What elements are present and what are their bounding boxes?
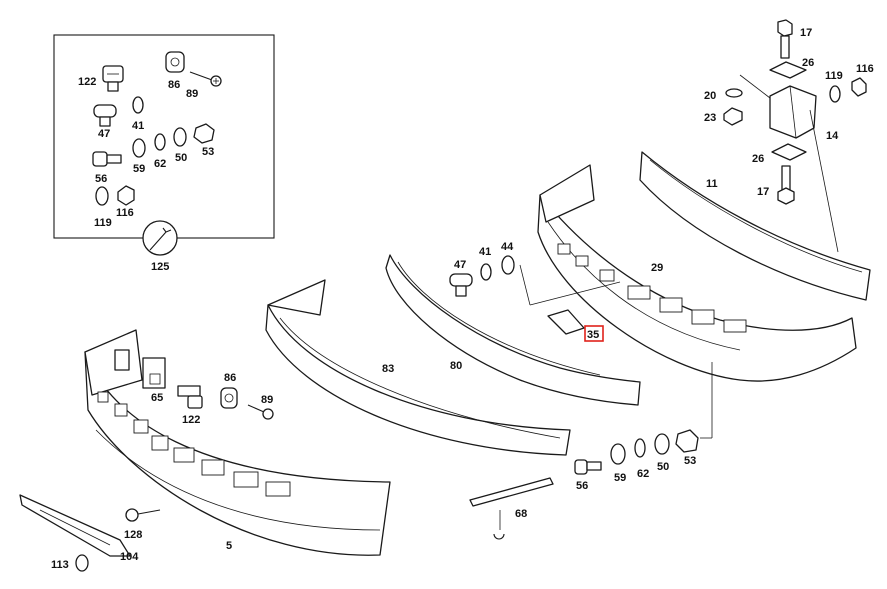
clip-68 bbox=[493, 533, 505, 540]
nut-86-front bbox=[220, 387, 238, 409]
label-68: 68 bbox=[515, 508, 527, 520]
label-50: 50 bbox=[657, 461, 669, 473]
label-89: 89 bbox=[261, 394, 273, 406]
bolt-17-bottom bbox=[777, 165, 795, 205]
inset-label-41: 41 bbox=[132, 120, 144, 132]
mount-block bbox=[114, 349, 130, 371]
pin-35 bbox=[547, 309, 585, 335]
label-122: 122 bbox=[182, 414, 200, 426]
label-83: 83 bbox=[382, 363, 394, 375]
washer-20 bbox=[725, 88, 743, 98]
bolt-17-top bbox=[777, 19, 793, 59]
label-116-right: 116 bbox=[856, 63, 874, 75]
screw-89-front bbox=[247, 404, 274, 420]
nut-23 bbox=[723, 107, 743, 126]
impact-strip-11 bbox=[639, 151, 871, 301]
inset-washer-62 bbox=[154, 133, 166, 151]
label-29: 29 bbox=[651, 262, 663, 274]
inset-bolt-56 bbox=[92, 151, 122, 167]
washer-119-right bbox=[829, 85, 841, 103]
inset-label-56: 56 bbox=[95, 173, 107, 185]
inset-label-116: 116 bbox=[116, 207, 134, 219]
washer-59-rear bbox=[610, 443, 626, 465]
clip-47 bbox=[449, 273, 473, 297]
inset-label-47: 47 bbox=[98, 128, 110, 140]
label-41: 41 bbox=[479, 246, 491, 258]
inset-washer-41 bbox=[132, 96, 144, 114]
washer-44 bbox=[501, 255, 515, 275]
inset-label-62: 62 bbox=[154, 158, 166, 170]
plate-26-top bbox=[769, 61, 807, 79]
label-128: 128 bbox=[124, 529, 142, 541]
inset-nut-116 bbox=[117, 185, 135, 206]
washer-41 bbox=[480, 263, 492, 281]
label-44: 44 bbox=[501, 241, 514, 253]
nut-53-rear bbox=[675, 429, 699, 453]
label-62: 62 bbox=[637, 468, 649, 480]
label-65: 65 bbox=[151, 392, 163, 404]
inset-clip-47 bbox=[93, 104, 117, 127]
wrench-icon bbox=[142, 220, 178, 256]
inset-screw-89 bbox=[189, 71, 222, 87]
label-47: 47 bbox=[454, 259, 466, 271]
rear-bumper-slots bbox=[557, 243, 747, 333]
label-26-bottom: 26 bbox=[752, 153, 764, 165]
inset-label-89: 89 bbox=[186, 88, 198, 100]
label-113: 113 bbox=[51, 559, 69, 571]
label-26-top: 26 bbox=[802, 57, 814, 69]
inset-label-59: 59 bbox=[133, 163, 145, 175]
bracket-65 bbox=[142, 357, 166, 389]
bumper-trim-83 bbox=[265, 304, 571, 456]
inset-label-122: 122 bbox=[78, 76, 96, 88]
label-11: 11 bbox=[706, 178, 718, 190]
label-17-bottom: 17 bbox=[757, 186, 769, 198]
bumper-cover-80 bbox=[385, 254, 641, 406]
bolt-122-front bbox=[177, 385, 203, 409]
label-104: 104 bbox=[120, 551, 139, 563]
inset-nut-53 bbox=[193, 123, 215, 144]
front-bumper-slots bbox=[97, 391, 291, 497]
label-14: 14 bbox=[826, 130, 839, 142]
label-23: 23 bbox=[704, 112, 716, 124]
plate-26-bottom bbox=[771, 143, 807, 161]
front-bumper-5 bbox=[84, 351, 391, 556]
inset-label-53: 53 bbox=[202, 146, 214, 158]
label-86: 86 bbox=[224, 372, 236, 384]
nut-116-right bbox=[851, 77, 867, 97]
label-80: 80 bbox=[450, 360, 462, 372]
bolt-56-rear bbox=[574, 459, 602, 475]
screw-128 bbox=[125, 508, 161, 522]
label-20: 20 bbox=[704, 90, 716, 102]
label-59: 59 bbox=[614, 472, 626, 484]
label-5: 5 bbox=[226, 540, 232, 552]
label-56: 56 bbox=[576, 480, 588, 492]
inset-label-125: 125 bbox=[151, 261, 169, 273]
inset-nut-86 bbox=[165, 51, 185, 73]
inset-label-119: 119 bbox=[94, 217, 112, 229]
inset-label-50: 50 bbox=[175, 152, 187, 164]
label-35: 35 bbox=[587, 329, 599, 341]
rear-bumper-29 bbox=[537, 194, 857, 382]
inset-bolt-122 bbox=[102, 65, 124, 92]
washer-62-rear bbox=[634, 438, 646, 458]
label-17-top: 17 bbox=[800, 27, 812, 39]
highlight-box-35 bbox=[584, 325, 604, 342]
inset-washer-59 bbox=[132, 138, 146, 158]
inset-washer-119 bbox=[95, 186, 109, 206]
nut-113 bbox=[75, 554, 89, 572]
inset-label-86: 86 bbox=[168, 79, 180, 91]
inset-washer-50 bbox=[173, 127, 187, 147]
label-53: 53 bbox=[684, 455, 696, 467]
washer-50-rear bbox=[654, 433, 670, 455]
trim-strip-68 bbox=[469, 477, 554, 507]
strip-104 bbox=[19, 494, 131, 557]
label-119-right: 119 bbox=[825, 70, 843, 82]
